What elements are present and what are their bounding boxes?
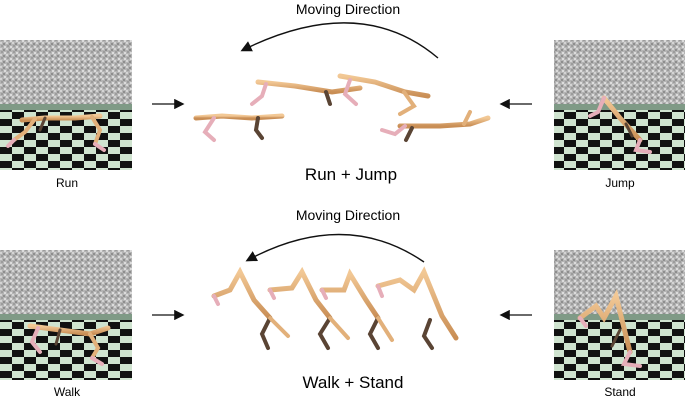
stand-thumbnail [554,250,685,380]
walk-thumbnail [0,250,132,380]
walk-stand-sequence [211,266,459,350]
walk-cheetah-figure [27,323,111,366]
walk-caption: Walk [54,385,81,399]
run-caption: Run [56,176,78,190]
stand-caption: Stand [604,385,635,399]
run-cheetah-figure [6,113,106,152]
bottom-direction-arrow [245,233,425,263]
walk-stand-caption: Walk + Stand [303,373,404,392]
bottom-direction-label: Moving Direction [296,207,400,223]
run-jump-caption: Run + Jump [305,165,397,184]
jump-thumbnail [554,40,685,170]
top-direction-arrow [240,22,439,59]
jump-caption: Jump [605,176,635,190]
stand-cheetah-figure [577,289,642,368]
jump-cheetah-figure [588,95,652,154]
top-direction-label: Moving Direction [296,1,400,17]
run-thumbnail [0,40,132,170]
run-jump-sequence [193,73,491,142]
